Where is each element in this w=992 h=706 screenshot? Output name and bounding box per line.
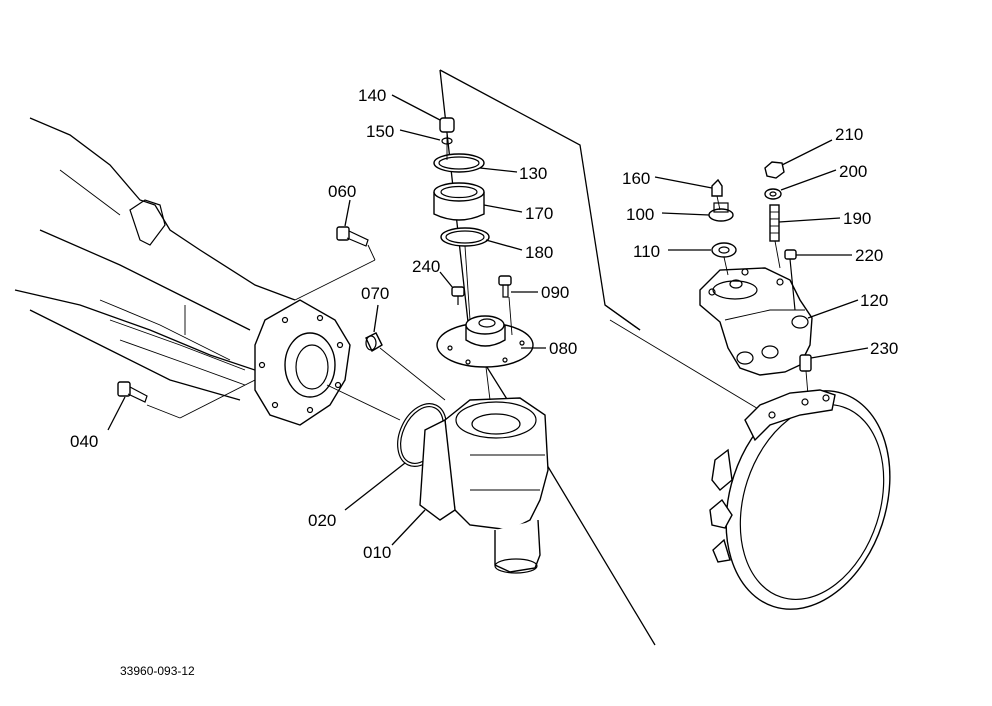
callout-120: 120: [860, 291, 888, 310]
washer-200: [764, 188, 782, 200]
axle-housing: [14, 117, 296, 401]
callout-180: 180: [525, 243, 553, 262]
bolt-040: [117, 381, 148, 403]
callout-230: 230: [870, 339, 898, 358]
callout-200: 200: [839, 162, 867, 181]
callout-240: 240: [412, 257, 440, 276]
knuckle-case: [419, 397, 549, 574]
bushing-070: [365, 332, 383, 353]
callout-080: 080: [549, 339, 577, 358]
pin-230: [799, 354, 812, 372]
washer-110: [711, 242, 737, 258]
callout-170: 170: [525, 204, 553, 223]
callout-070: 070: [361, 284, 389, 303]
callout-060: 060: [328, 182, 356, 201]
callout-020: 020: [308, 511, 336, 530]
bolt-060: [336, 226, 369, 247]
steering-arm: [699, 267, 813, 376]
callout-220: 220: [855, 246, 883, 265]
nut-210: [764, 161, 785, 179]
callout-160: 160: [622, 169, 650, 188]
callout-090: 090: [541, 283, 569, 302]
axle-flange: [254, 299, 351, 426]
callout-150: 150: [366, 122, 394, 141]
nut-100: [708, 202, 734, 222]
bolt-240: [451, 286, 465, 305]
callout-040: 040: [70, 432, 98, 451]
stud-190: [769, 204, 780, 242]
callout-100: 100: [626, 205, 654, 224]
callout-190: 190: [843, 209, 871, 228]
callout-210: 210: [835, 125, 863, 144]
kingpin-stack: [433, 117, 490, 247]
alignment-lines: [146, 132, 513, 421]
callout-140: 140: [358, 86, 386, 105]
callout-110: 110: [633, 242, 660, 261]
grease-nipple-160: [711, 178, 723, 197]
callout-labels: 140 150 130 170 180 060 240 090 070 080 …: [70, 86, 898, 562]
callout-010: 010: [363, 543, 391, 562]
callout-130: 130: [519, 164, 547, 183]
bolt-090: [498, 275, 512, 298]
document-code: 33960-093-12: [120, 664, 195, 678]
cover-plate: [436, 315, 534, 368]
wheel-hub: [709, 389, 891, 610]
leader-lines: [107, 94, 869, 546]
right-alignment-lines: [716, 195, 809, 396]
bolt-220: [784, 249, 797, 311]
